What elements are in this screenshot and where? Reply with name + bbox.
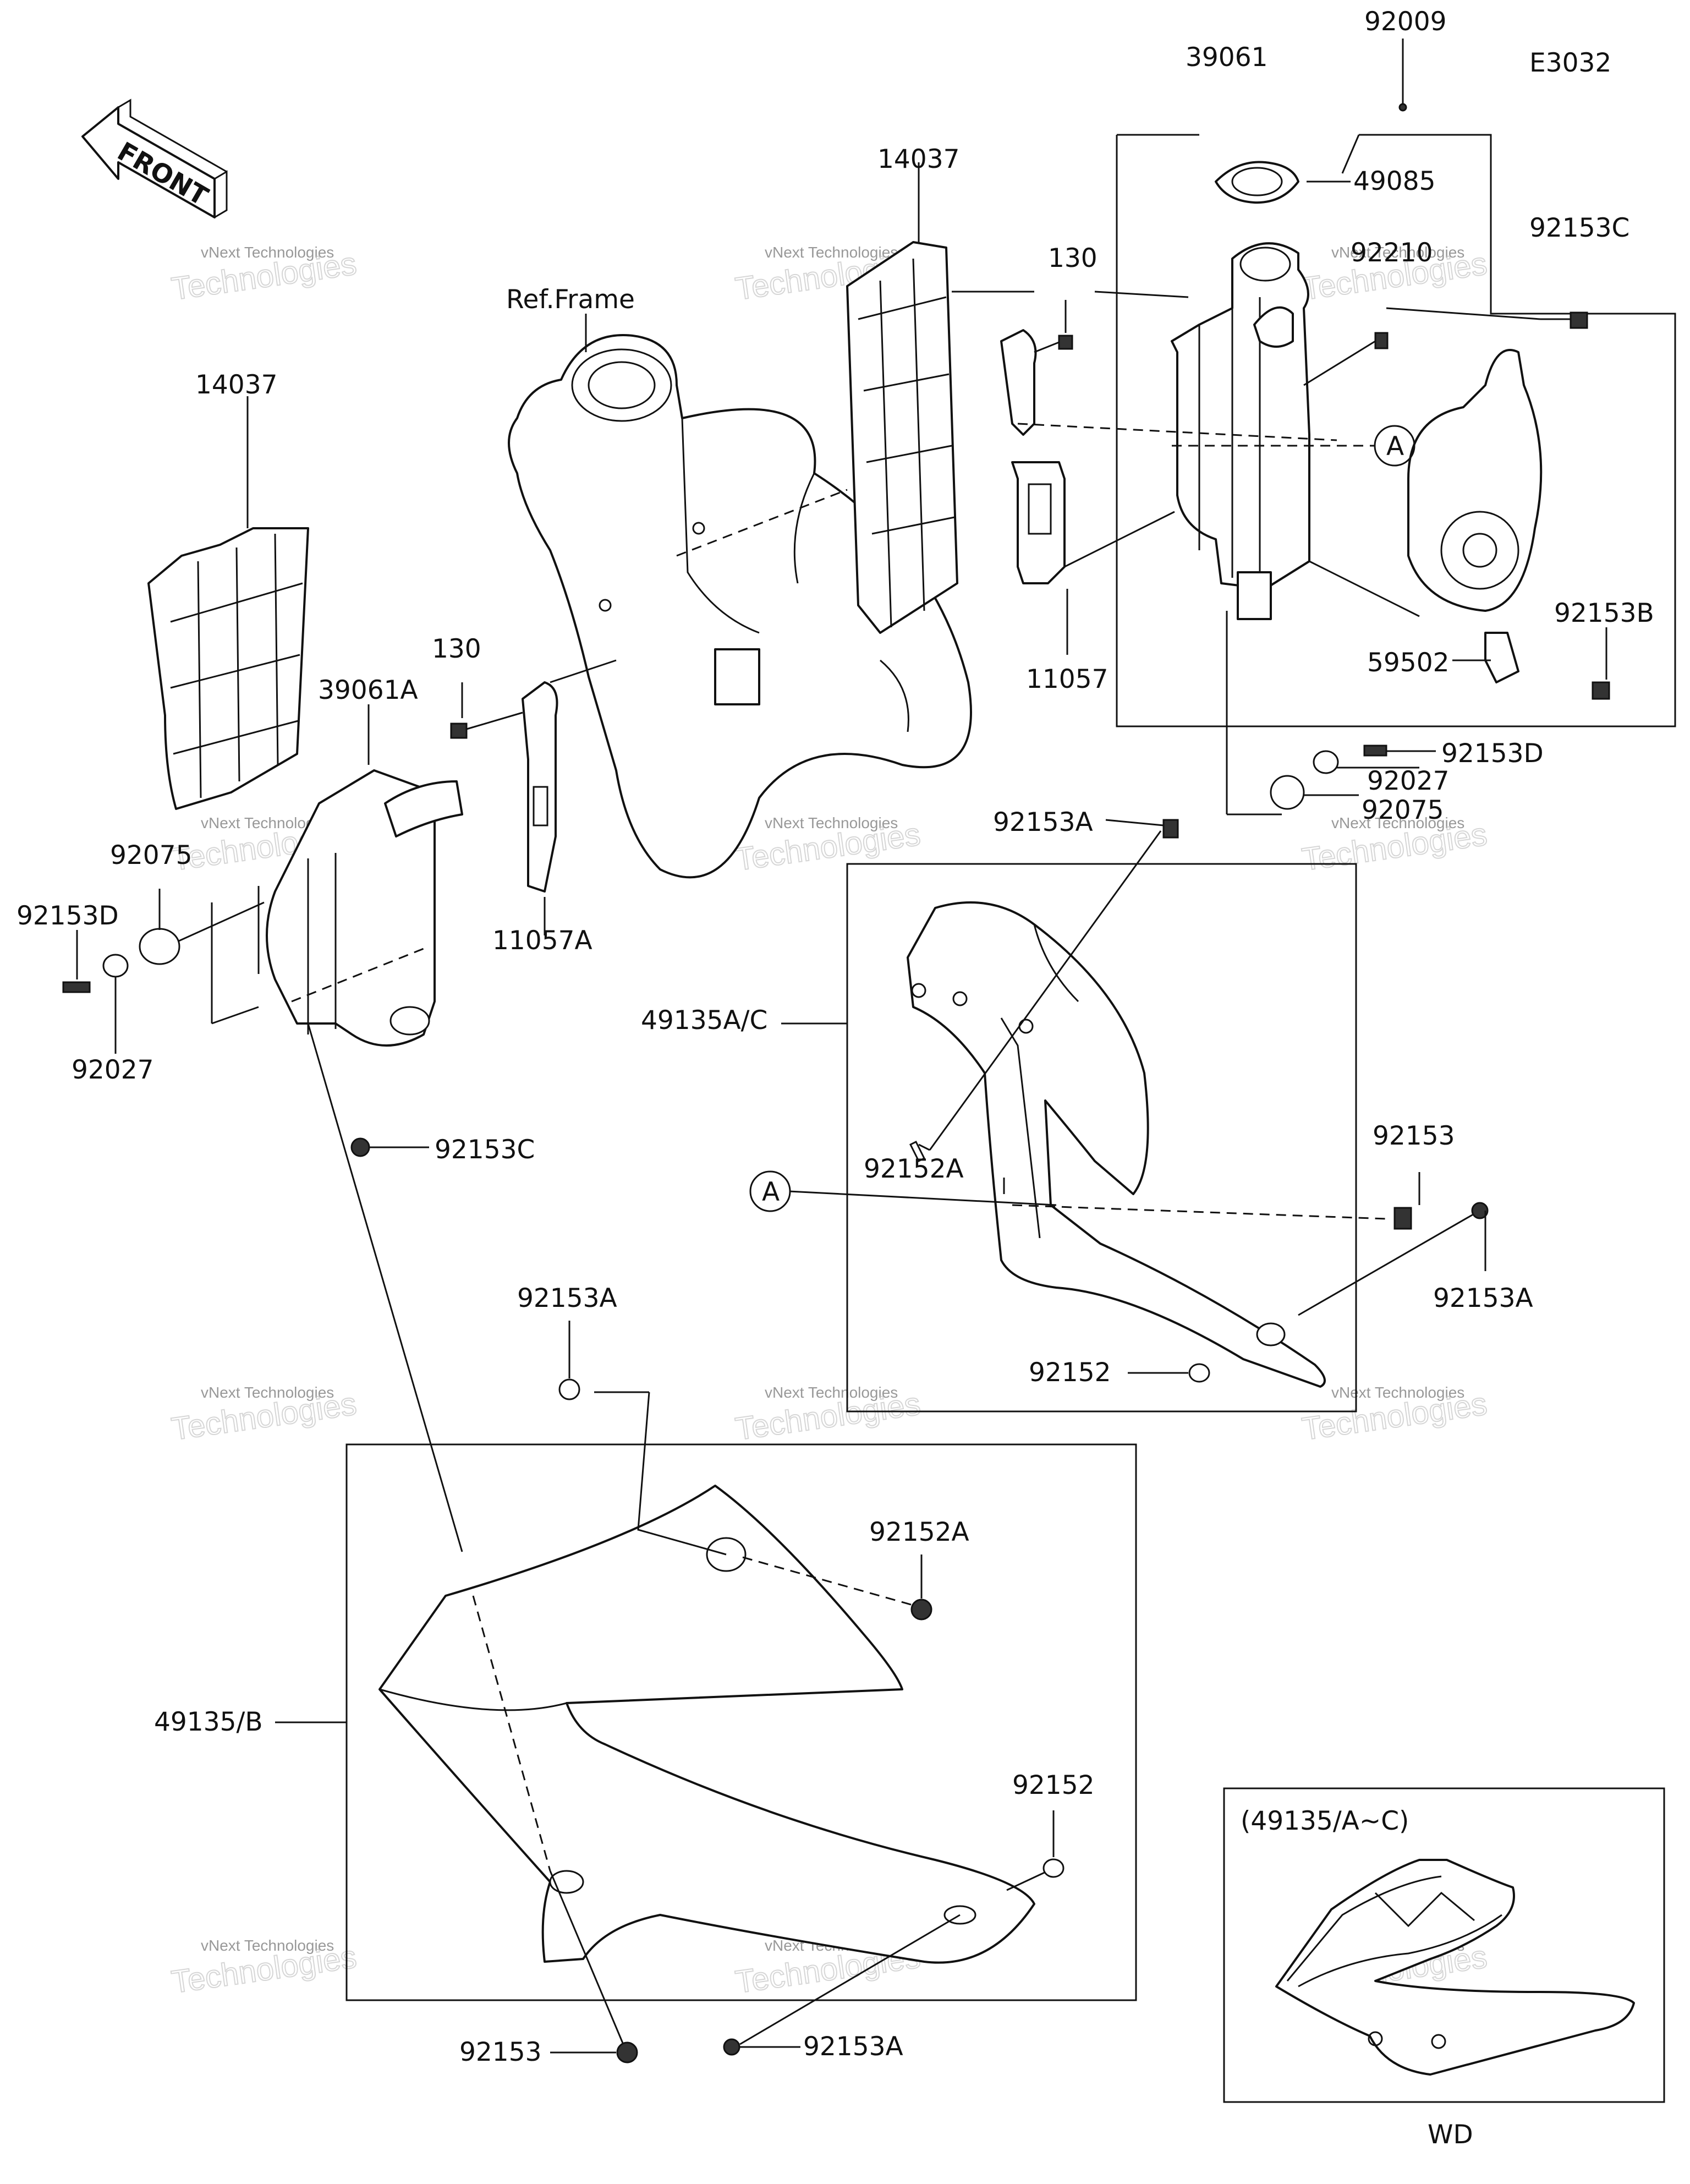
part-label: 49135A/C <box>641 1005 767 1036</box>
part-label: 11057 <box>1026 664 1109 694</box>
inset-title: (49135/A~C) <box>1241 1806 1409 1836</box>
shroud-upper-group: A <box>749 819 1489 1413</box>
part-label: 92153A <box>803 2032 903 2062</box>
shroud-lower-group <box>275 1321 1137 2063</box>
part-label: 49135/B <box>154 1707 263 1737</box>
marker-a: A <box>1386 431 1404 462</box>
watermark-text: vNext Technologies <box>765 244 898 261</box>
front-arrow-icon: FRONT <box>81 98 228 218</box>
diagram-code: E3032 <box>1529 48 1611 78</box>
radiator-left-group <box>62 396 617 1552</box>
part-label: 92153C <box>435 1135 535 1165</box>
part-label: 92153D <box>1441 738 1544 769</box>
part-label: 92153B <box>1554 598 1654 628</box>
inset-variant: WD <box>1428 2120 1473 2150</box>
watermark-text: vNext Technologies <box>765 1384 898 1401</box>
part-label: 92152A <box>869 1517 969 1547</box>
inset-box: (49135/A~C) WD <box>1223 1787 1665 2150</box>
part-label: 39061 <box>1186 42 1268 73</box>
watermark-text: vNext Technologies <box>201 1937 334 1954</box>
part-label: 92152 <box>1012 1770 1095 1800</box>
radiator-right-group: A <box>676 39 1676 815</box>
watermark-text: vNext Technologies <box>201 1384 334 1401</box>
part-label: 92153A <box>517 1283 617 1313</box>
part-label: 92153D <box>17 901 119 931</box>
watermark-text: vNext Technologies <box>201 244 334 261</box>
part-label: 92153A <box>1433 1283 1533 1313</box>
part-label: 92009 <box>1364 7 1447 37</box>
part-label: 14037 <box>195 370 278 400</box>
part-label: 92153A <box>993 807 1093 838</box>
watermark-text: vNext Technologies <box>1331 244 1464 261</box>
watermark-text: vNext Technologies <box>765 814 898 831</box>
part-label: 92153 <box>1373 1121 1455 1151</box>
watermark-text: vNext Technologies <box>1331 814 1464 831</box>
marker-a: A <box>762 1177 780 1207</box>
part-label: 59502 <box>1367 648 1450 678</box>
part-label: 14037 <box>877 144 960 174</box>
frame-drawing <box>508 334 972 879</box>
part-label: 92152 <box>1029 1358 1111 1388</box>
part-label: 92027 <box>72 1055 154 1085</box>
part-label: 92210 <box>1351 238 1433 268</box>
part-label: 130 <box>432 634 481 664</box>
part-label: 92153C <box>1529 213 1629 243</box>
watermark-text: vNext Technologies <box>1331 1384 1464 1401</box>
part-label: 92075 <box>1362 795 1444 825</box>
part-label: 11057A <box>492 926 592 956</box>
part-labels: 39061 92009 49085 92210 92153C 14037 130… <box>17 7 1654 2067</box>
part-label: 92152A <box>864 1154 964 1184</box>
ref-frame-label: Ref.Frame <box>506 284 635 315</box>
part-label: 92075 <box>110 840 193 871</box>
part-label: 92153 <box>459 2037 542 2067</box>
part-label: 130 <box>1048 243 1098 273</box>
part-label: 39061A <box>318 675 418 705</box>
part-label: 49085 <box>1353 166 1436 196</box>
part-label: 92027 <box>1367 766 1450 796</box>
